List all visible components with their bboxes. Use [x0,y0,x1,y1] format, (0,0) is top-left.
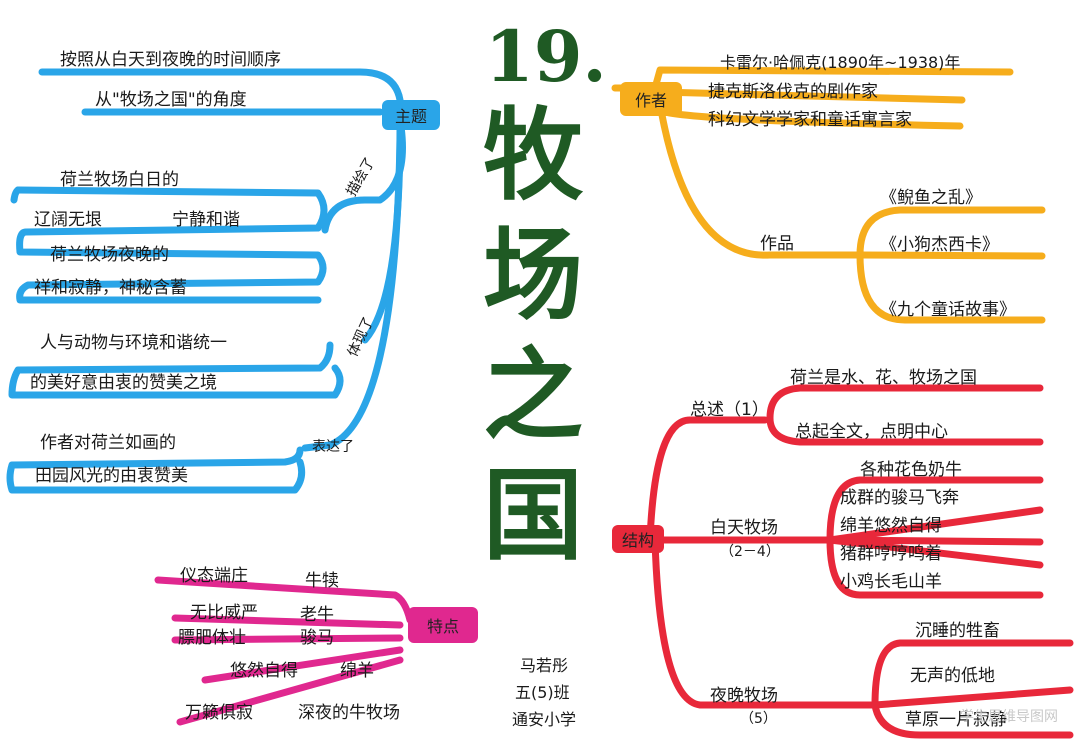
theme-sub-1-item-1: 荷兰牧场白日的 [60,170,179,190]
overview-item-1: 荷兰是水、花、牧场之国 [790,368,977,388]
works-item-3: 《九个童话故事》 [880,300,1016,320]
theme-top-2: 从"牧场之国"的角度 [95,90,247,110]
feature-row-2-left: 无比威严 [190,603,258,623]
theme-sub-1-item-2: 辽阔无垠 [34,210,102,230]
theme-sub-3-item-1: 作者对荷兰如画的 [40,433,176,453]
day-item-1: 各种花色奶牛 [860,460,962,480]
feature-row-1-right: 牛犊 [305,571,339,591]
day-item-5: 小鸡长毛山羊 [840,572,942,592]
works-label: 作品 [760,234,794,254]
theme-sub-1-item-3: 宁静和谐 [172,210,240,230]
credit-class: 五(5)班 [515,683,570,702]
overview-label: 总述（1） [690,400,769,420]
author-item-2: 捷克斯洛伐克的剧作家 [708,82,878,102]
theme-sub-3-item-2: 田园风光的由衷赞美 [35,466,188,486]
night-item-3: 草原一片寂静 [905,710,1007,730]
night-item-1: 沉睡的牲畜 [915,621,1000,641]
theme-sub-2-item-2: 的美好意由衷的赞美之境 [30,373,217,393]
feature-row-3-right: 骏马 [300,628,334,648]
overview-item-2: 总起全文，点明中心 [795,422,948,442]
day-label: 白天牧场 [710,518,778,538]
theme-sub-1-item-5: 祥和寂静，神秘含蓄 [34,278,187,298]
title-char-1: 牧 [483,96,583,214]
structure-node: 结构 [612,525,664,553]
night-range: （5） [740,711,777,727]
theme-sub-1-item-4: 荷兰牧场夜晚的 [50,245,169,265]
night-label: 夜晚牧场 [710,686,778,706]
theme-sub-3-label: 表达了 [312,439,354,455]
author-node: 作者 [620,82,682,116]
night-item-2: 无声的低地 [910,666,995,686]
title-char-2: 场 [483,216,583,334]
theme-sub-2-item-1: 人与动物与环境和谐统一 [40,333,227,353]
works-item-2: 《小狗杰西卡》 [880,235,999,255]
day-item-4: 猪群哼哼鸣着 [840,544,942,564]
watermark: 学生思维导图网 [960,709,1058,725]
lesson-number: 19. [485,15,607,98]
feature-row-5-left: 万籁俱寂 [185,703,253,723]
works-item-1: 《鲵鱼之乱》 [880,188,982,208]
feature-row-1-left: 仪态端庄 [180,566,248,586]
feature-row-3-left: 膘肥体壮 [178,628,246,648]
theme-node: 主题 [382,100,440,130]
theme-top-1: 按照从白天到夜晚的时间顺序 [60,50,281,70]
day-item-3: 绵羊悠然自得 [840,516,942,536]
day-range: （2－4） [720,544,780,560]
credit-school: 通安小学 [512,710,577,729]
feature-row-5-right: 深夜的牛牧场 [298,703,400,723]
feature-row-4-left: 悠然自得 [230,661,298,681]
title-char-4: 国 [483,456,583,574]
feature-row-2-right: 老牛 [300,605,334,625]
features-node: 特点 [408,607,478,643]
credit-name: 马若彤 [520,656,569,675]
author-item-1: 卡雷尔·哈佩克(1890年~1938)年 [720,53,961,72]
feature-row-4-right: 绵羊 [340,661,374,681]
author-item-3: 科幻文学学家和童话寓言家 [708,110,912,130]
title-char-3: 之 [483,336,583,454]
day-item-2: 成群的骏马飞奔 [840,488,959,508]
